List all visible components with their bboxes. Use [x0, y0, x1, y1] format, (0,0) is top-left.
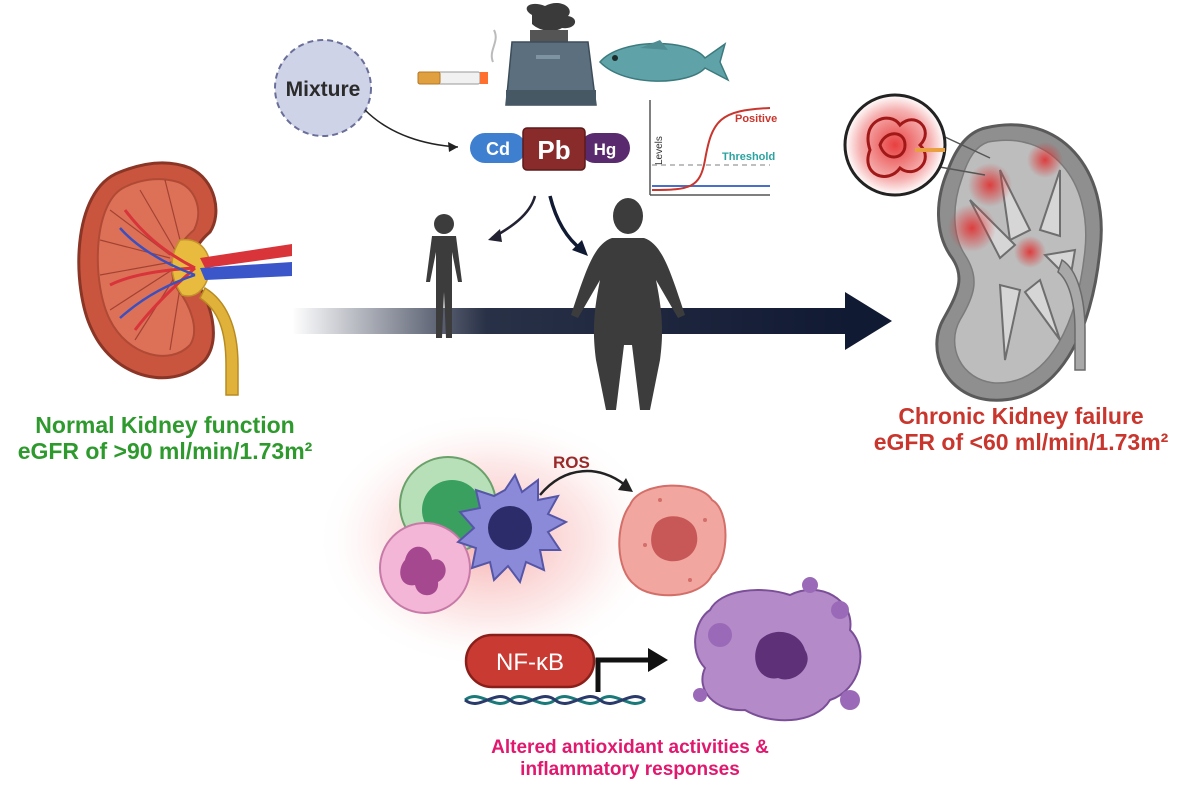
transcription-start-arrow	[595, 648, 668, 692]
svg-text:Cd: Cd	[486, 139, 510, 159]
graph-threshold-label: Threshold	[722, 151, 775, 163]
normal-kidney-illustration	[77, 161, 292, 396]
normal-caption-line2: eGFR of >90 ml/min/1.73m²	[17, 438, 313, 465]
dose-response-graph: Levels Positive Threshold	[649, 100, 777, 196]
altered-responses-caption: Altered antioxidant activities & inflamm…	[420, 737, 840, 781]
dna-helix	[464, 695, 646, 705]
mixture-text: Mixture	[286, 78, 361, 101]
metal-hg-pill: Hg	[580, 133, 630, 163]
ros-arrow	[539, 469, 626, 496]
kidney-failure-caption: Chronic Kidney failure eGFR of <60 ml/mi…	[842, 403, 1200, 456]
ros-label: ROS	[553, 453, 590, 472]
altered-caption-line2: inflammatory responses	[520, 758, 740, 780]
graph-positive-label: Positive	[735, 113, 777, 125]
fish-icon	[598, 40, 730, 82]
large-human-figure	[571, 198, 685, 410]
normal-kidney-caption: Normal Kidney function eGFR of >90 ml/mi…	[0, 412, 330, 465]
mixture-node: Mixture	[274, 39, 372, 137]
svg-text:Hg: Hg	[594, 140, 617, 159]
progression-arrow	[292, 292, 892, 350]
factory-icon	[505, 3, 597, 106]
cigarette-icon	[417, 29, 497, 85]
failure-caption-line1: Chronic Kidney failure	[898, 403, 1144, 429]
nfkb-transcription-factor: NF-κB	[464, 633, 596, 689]
svg-text:Pb: Pb	[537, 135, 570, 165]
failing-kidney-illustration	[899, 123, 1103, 402]
failure-caption-line2: eGFR of <60 ml/min/1.73m²	[873, 429, 1169, 456]
altered-caption-line1: Altered antioxidant activities &	[491, 737, 769, 758]
necrotic-cell	[693, 577, 862, 722]
metal-cd-pill: Cd	[470, 133, 526, 163]
mixture-to-metals-arrow	[364, 109, 459, 148]
damaged-cell	[618, 484, 727, 597]
graph-levels-label: Levels	[654, 136, 665, 165]
neutrophil-cell	[379, 522, 471, 614]
normal-caption-line1: Normal Kidney function	[35, 412, 295, 438]
metal-pb-box: Pb	[522, 127, 586, 171]
exposure-arrows	[488, 195, 588, 256]
svg-text:NF-κB: NF-κB	[496, 649, 564, 676]
glomerulus-inset-icon	[843, 93, 947, 197]
macrophage-cell	[456, 472, 569, 585]
small-human-figure	[426, 214, 462, 338]
